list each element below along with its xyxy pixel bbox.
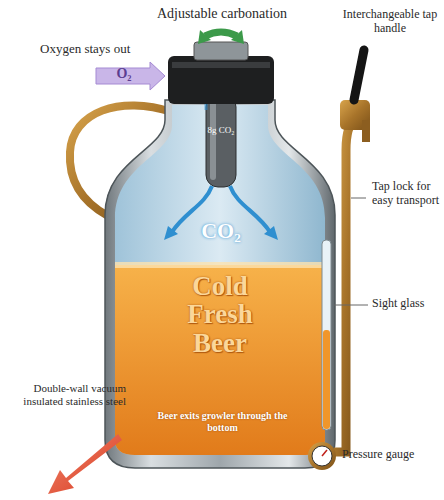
feature-label: Tap lock for easy transport xyxy=(372,180,440,208)
gas-label: CO₂ xyxy=(190,218,252,243)
gas-symbol: O₂ xyxy=(104,66,144,82)
beer-label: Cold Fresh Beer xyxy=(170,272,270,357)
feature-label: Interchangeable tap handle xyxy=(338,8,442,36)
feature-label: Sight glass xyxy=(372,297,440,311)
feature-label: Beer exits growler through the bottom xyxy=(150,410,295,433)
feature-label: Pressure gauge xyxy=(342,448,440,462)
feature-label: Double-wall vacuum insulated stainless s… xyxy=(6,382,126,407)
feature-label: Adjustable carbonation xyxy=(130,6,314,22)
feature-label: Oxygen stays out xyxy=(40,42,170,57)
cartridge-label: 8g CO₂ xyxy=(207,125,235,135)
